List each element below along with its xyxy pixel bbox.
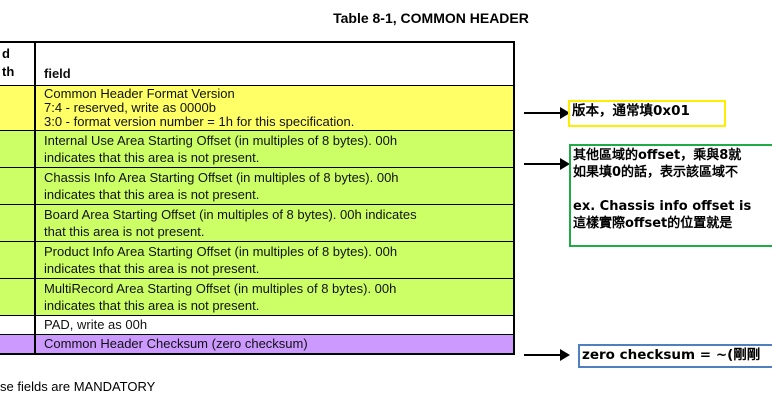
field-text-line: Common Header Checksum (zero checksum) [44,336,308,351]
length-cell [0,242,36,278]
table-row: Common Header Checksum (zero checksum) [0,335,513,353]
table-title: Table 8-1, COMMON HEADER [333,10,529,26]
field-cell: Product Info Area Starting Offset (in mu… [36,242,513,278]
arrow-icon [524,107,570,119]
field-cell: Internal Use Area Starting Offset (in mu… [36,131,513,167]
arrow-icon [524,349,570,361]
header-length-line2: th [2,64,15,79]
field-text-line: Internal Use Area Starting Offset (in mu… [44,133,398,148]
length-cell [0,86,36,130]
checksum-note: zero checksum = ~(剛剛 [578,344,772,368]
field-text-line: Board Area Starting Offset (in multiples… [44,207,417,222]
field-text-line: Product Info Area Starting Offset (in mu… [44,244,398,259]
table-row: Product Info Area Starting Offset (in mu… [0,242,513,279]
field-text-line: MultiRecord Area Starting Offset (in mul… [44,281,397,296]
length-cell [0,131,36,167]
field-text-line: Common Header Format Version [44,86,235,101]
table-row: Board Area Starting Offset (in multiples… [0,205,513,242]
table-row: Chassis Info Area Starting Offset (in mu… [0,168,513,205]
field-text-line: Chassis Info Area Starting Offset (in mu… [44,170,399,185]
table-row: PAD, write as 00h [0,316,513,335]
field-text-line: indicates that this area is not present. [44,187,260,202]
field-text-line: 3:0 - format version number = 1h for thi… [44,114,355,129]
field-text-line: indicates that this area is not present. [44,298,260,313]
header-field-cell: field [44,66,71,81]
length-cell [0,316,36,334]
table-row: MultiRecord Area Starting Offset (in mul… [0,279,513,316]
length-cell [0,205,36,241]
footer-note: se fields are MANDATORY [0,379,156,394]
offset-note: 其他區域的offset，乘與8就 如果填0的話，表示該區域不 ex. Chass… [569,144,772,247]
field-cell: MultiRecord Area Starting Offset (in mul… [36,279,513,315]
field-text-line: indicates that this area is not present. [44,150,260,165]
field-cell: Common Header Checksum (zero checksum) [36,335,513,353]
field-cell: Chassis Info Area Starting Offset (in mu… [36,168,513,204]
field-text-line: indicates that this area is not present. [44,261,260,276]
version-note: 版本，通常填0x01 [568,100,726,127]
length-cell [0,335,36,353]
length-cell [0,279,36,315]
field-text-line: 7:4 - reserved, write as 0000b [44,100,216,115]
arrow-icon [524,158,570,170]
header-length-cell: d th [0,43,36,85]
length-cell [0,168,36,204]
table-row: Internal Use Area Starting Offset (in mu… [0,131,513,168]
field-text-line: PAD, write as 00h [44,317,148,332]
header-length-line1: d [2,46,10,61]
field-cell: PAD, write as 00h [36,316,513,334]
table-header-row: d th field [0,43,513,86]
field-text-line: that this area is not present. [44,224,205,239]
field-cell: Board Area Starting Offset (in multiples… [36,205,513,241]
